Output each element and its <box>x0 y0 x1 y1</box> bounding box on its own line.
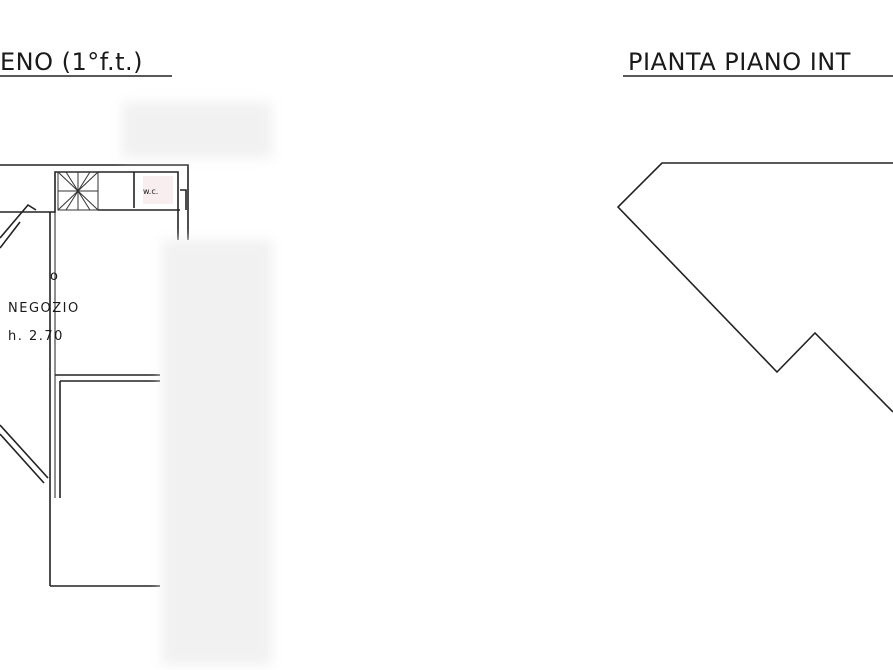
right-plan-title: PIANTA PIANO INT <box>628 48 851 76</box>
left-plan-title: ENO (1°f.t.) <box>0 48 143 76</box>
left-diagonal-wall-top <box>0 203 37 249</box>
spiral-stair <box>57 171 99 211</box>
room-height: h. 2.70 <box>8 329 64 344</box>
room-name: NEGOZIO <box>8 301 80 316</box>
inner-l-wall <box>55 374 160 498</box>
right-floor-outline <box>616 162 893 413</box>
wc-room-fill <box>143 176 173 204</box>
left-floor-plan: ENO (1°f.t.) w.c. <box>0 48 189 587</box>
wc-partition <box>98 172 187 211</box>
redaction-block-main <box>162 240 272 665</box>
room-marker: o <box>50 269 59 284</box>
diagonal-window <box>0 424 49 484</box>
redaction-block-top <box>122 102 272 158</box>
wc-label: w.c. <box>143 187 158 196</box>
right-floor-plan: PIANTA PIANO INT <box>616 48 893 413</box>
left-outer-wall <box>0 164 189 240</box>
